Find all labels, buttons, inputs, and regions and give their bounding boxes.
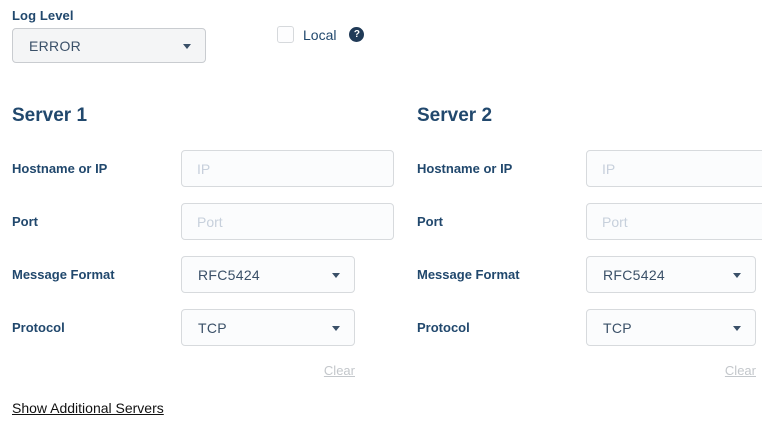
chevron-down-icon — [183, 43, 191, 49]
clear-row: Clear — [417, 362, 756, 378]
protocol-label: Protocol — [417, 320, 470, 335]
clear-link[interactable]: Clear — [724, 363, 756, 378]
message-format-select[interactable]: RFC5424 — [586, 256, 756, 293]
protocol-row: Protocol TCP — [12, 309, 355, 346]
hostname-label: Hostname or IP — [12, 161, 108, 176]
message-format-row: Message Format RFC5424 — [12, 256, 355, 293]
clear-link[interactable]: Clear — [323, 363, 355, 378]
port-label: Port — [417, 214, 443, 229]
hostname-input[interactable] — [586, 150, 762, 187]
server-2-section: Server 2 Hostname or IP Port Message For… — [417, 105, 762, 378]
local-checkbox[interactable] — [277, 26, 294, 43]
server-2-title: Server 2 — [417, 105, 493, 126]
chevron-down-icon — [733, 325, 741, 331]
message-format-select[interactable]: RFC5424 — [181, 256, 355, 293]
message-format-label: Message Format — [417, 267, 520, 282]
port-row: Port — [417, 203, 762, 240]
protocol-value: TCP — [198, 319, 227, 336]
server-1-section: Server 1 Hostname or IP Port Message For… — [12, 105, 394, 378]
log-level-group: Log Level ERROR — [12, 8, 206, 63]
protocol-label: Protocol — [12, 320, 65, 335]
log-level-value: ERROR — [29, 37, 82, 54]
hostname-row: Hostname or IP — [417, 150, 762, 187]
message-format-label: Message Format — [12, 267, 115, 282]
log-level-select[interactable]: ERROR — [12, 28, 206, 63]
local-group: Local ? — [277, 26, 365, 43]
port-input[interactable] — [181, 203, 394, 240]
port-row: Port — [12, 203, 394, 240]
help-icon[interactable]: ? — [349, 27, 365, 42]
message-format-value: RFC5424 — [198, 266, 261, 283]
message-format-value: RFC5424 — [603, 266, 666, 283]
chevron-down-icon — [733, 272, 741, 278]
show-additional-servers-link[interactable]: Show Additional Servers — [12, 400, 164, 416]
log-level-label: Log Level — [12, 8, 74, 23]
clear-row: Clear — [12, 362, 355, 378]
protocol-select[interactable]: TCP — [181, 309, 355, 346]
port-label: Port — [12, 214, 38, 229]
hostname-input[interactable] — [181, 150, 394, 187]
top-row: Log Level ERROR Local ? — [12, 8, 754, 63]
protocol-select[interactable]: TCP — [586, 309, 756, 346]
protocol-row: Protocol TCP — [417, 309, 756, 346]
servers-grid: Server 1 Hostname or IP Port Message For… — [12, 105, 762, 378]
protocol-value: TCP — [603, 319, 632, 336]
hostname-label: Hostname or IP — [417, 161, 513, 176]
hostname-row: Hostname or IP — [12, 150, 394, 187]
message-format-row: Message Format RFC5424 — [417, 256, 756, 293]
port-input[interactable] — [586, 203, 762, 240]
server-1-title: Server 1 — [12, 105, 88, 126]
chevron-down-icon — [332, 272, 340, 278]
chevron-down-icon — [332, 325, 340, 331]
local-label: Local — [303, 26, 337, 43]
